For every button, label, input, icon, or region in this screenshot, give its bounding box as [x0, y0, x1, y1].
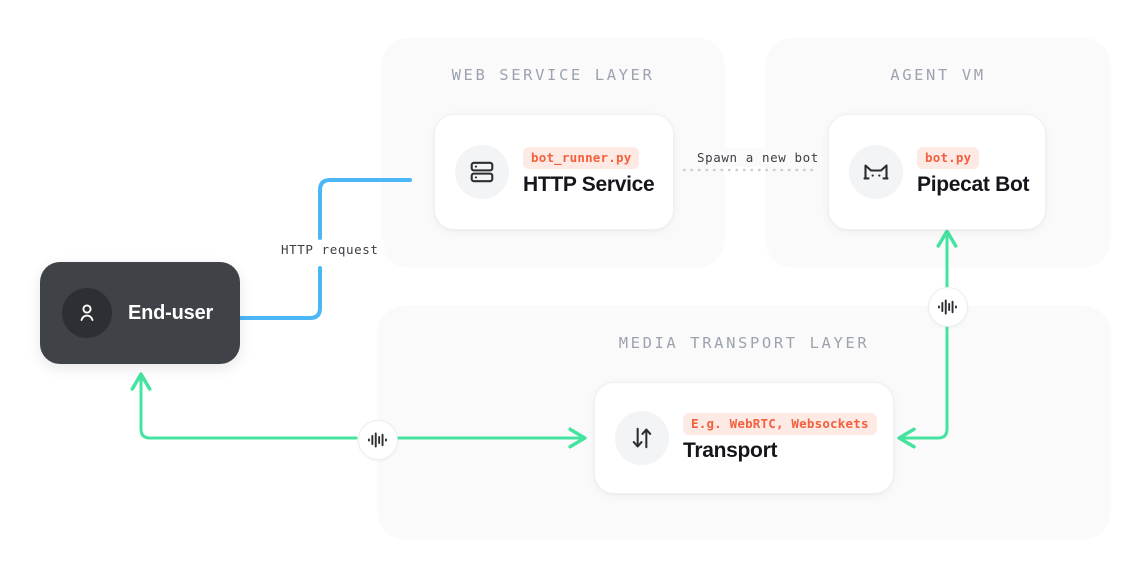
up-down-arrows-icon — [632, 427, 652, 449]
edge-label-http-request: HTTP request — [276, 240, 384, 259]
edge-label-spawn-a-new-bot: Spawn a new bot — [692, 148, 824, 167]
audio-waveform-icon-left — [358, 420, 398, 460]
node-transport[interactable]: E.g. WebRTC, Websockets Transport — [594, 382, 894, 494]
edge-media-left-to-enduser — [130, 372, 358, 440]
edge-http-request-lower — [238, 266, 322, 320]
node-label-http-service: HTTP Service — [523, 173, 655, 196]
layer-title-media-transport: MEDIA TRANSPORT LAYER — [618, 334, 870, 352]
node-pipecat-bot[interactable]: bot.py Pipecat Bot — [828, 114, 1046, 230]
server-icon — [470, 161, 494, 183]
node-label-end-user: End-user — [128, 301, 214, 324]
node-end-user[interactable]: End-user — [40, 262, 240, 364]
node-badge-transport-examples: E.g. WebRTC, Websockets — [683, 413, 877, 435]
node-icon-http-service — [455, 145, 509, 199]
node-icon-pipecat-bot — [849, 145, 903, 199]
layer-panel-media-transport: MEDIA TRANSPORT LAYER — [378, 306, 1110, 538]
node-label-transport: Transport — [683, 439, 778, 462]
node-icon-transport — [615, 411, 669, 465]
node-label-pipecat-bot: Pipecat Bot — [917, 173, 1030, 196]
node-badge-bot-runner-py: bot_runner.py — [523, 147, 640, 169]
audio-waveform-glyph — [368, 432, 387, 448]
node-text-http-service: bot_runner.py HTTP Service — [523, 147, 655, 197]
layer-title-agent-vm: AGENT VM — [890, 66, 986, 84]
audio-waveform-glyph — [938, 299, 957, 315]
cat-icon — [863, 164, 889, 180]
layer-title-web-service: WEB SERVICE LAYER — [451, 66, 655, 84]
audio-waveform-icon-right — [928, 287, 968, 327]
node-text-pipecat-bot: bot.py Pipecat Bot — [917, 147, 1030, 197]
node-text-transport: E.g. WebRTC, Websockets Transport — [683, 413, 877, 463]
node-badge-bot-py: bot.py — [917, 147, 980, 169]
node-http-service[interactable]: bot_runner.py HTTP Service — [434, 114, 674, 230]
avatar — [62, 288, 112, 338]
user-icon — [80, 304, 94, 321]
